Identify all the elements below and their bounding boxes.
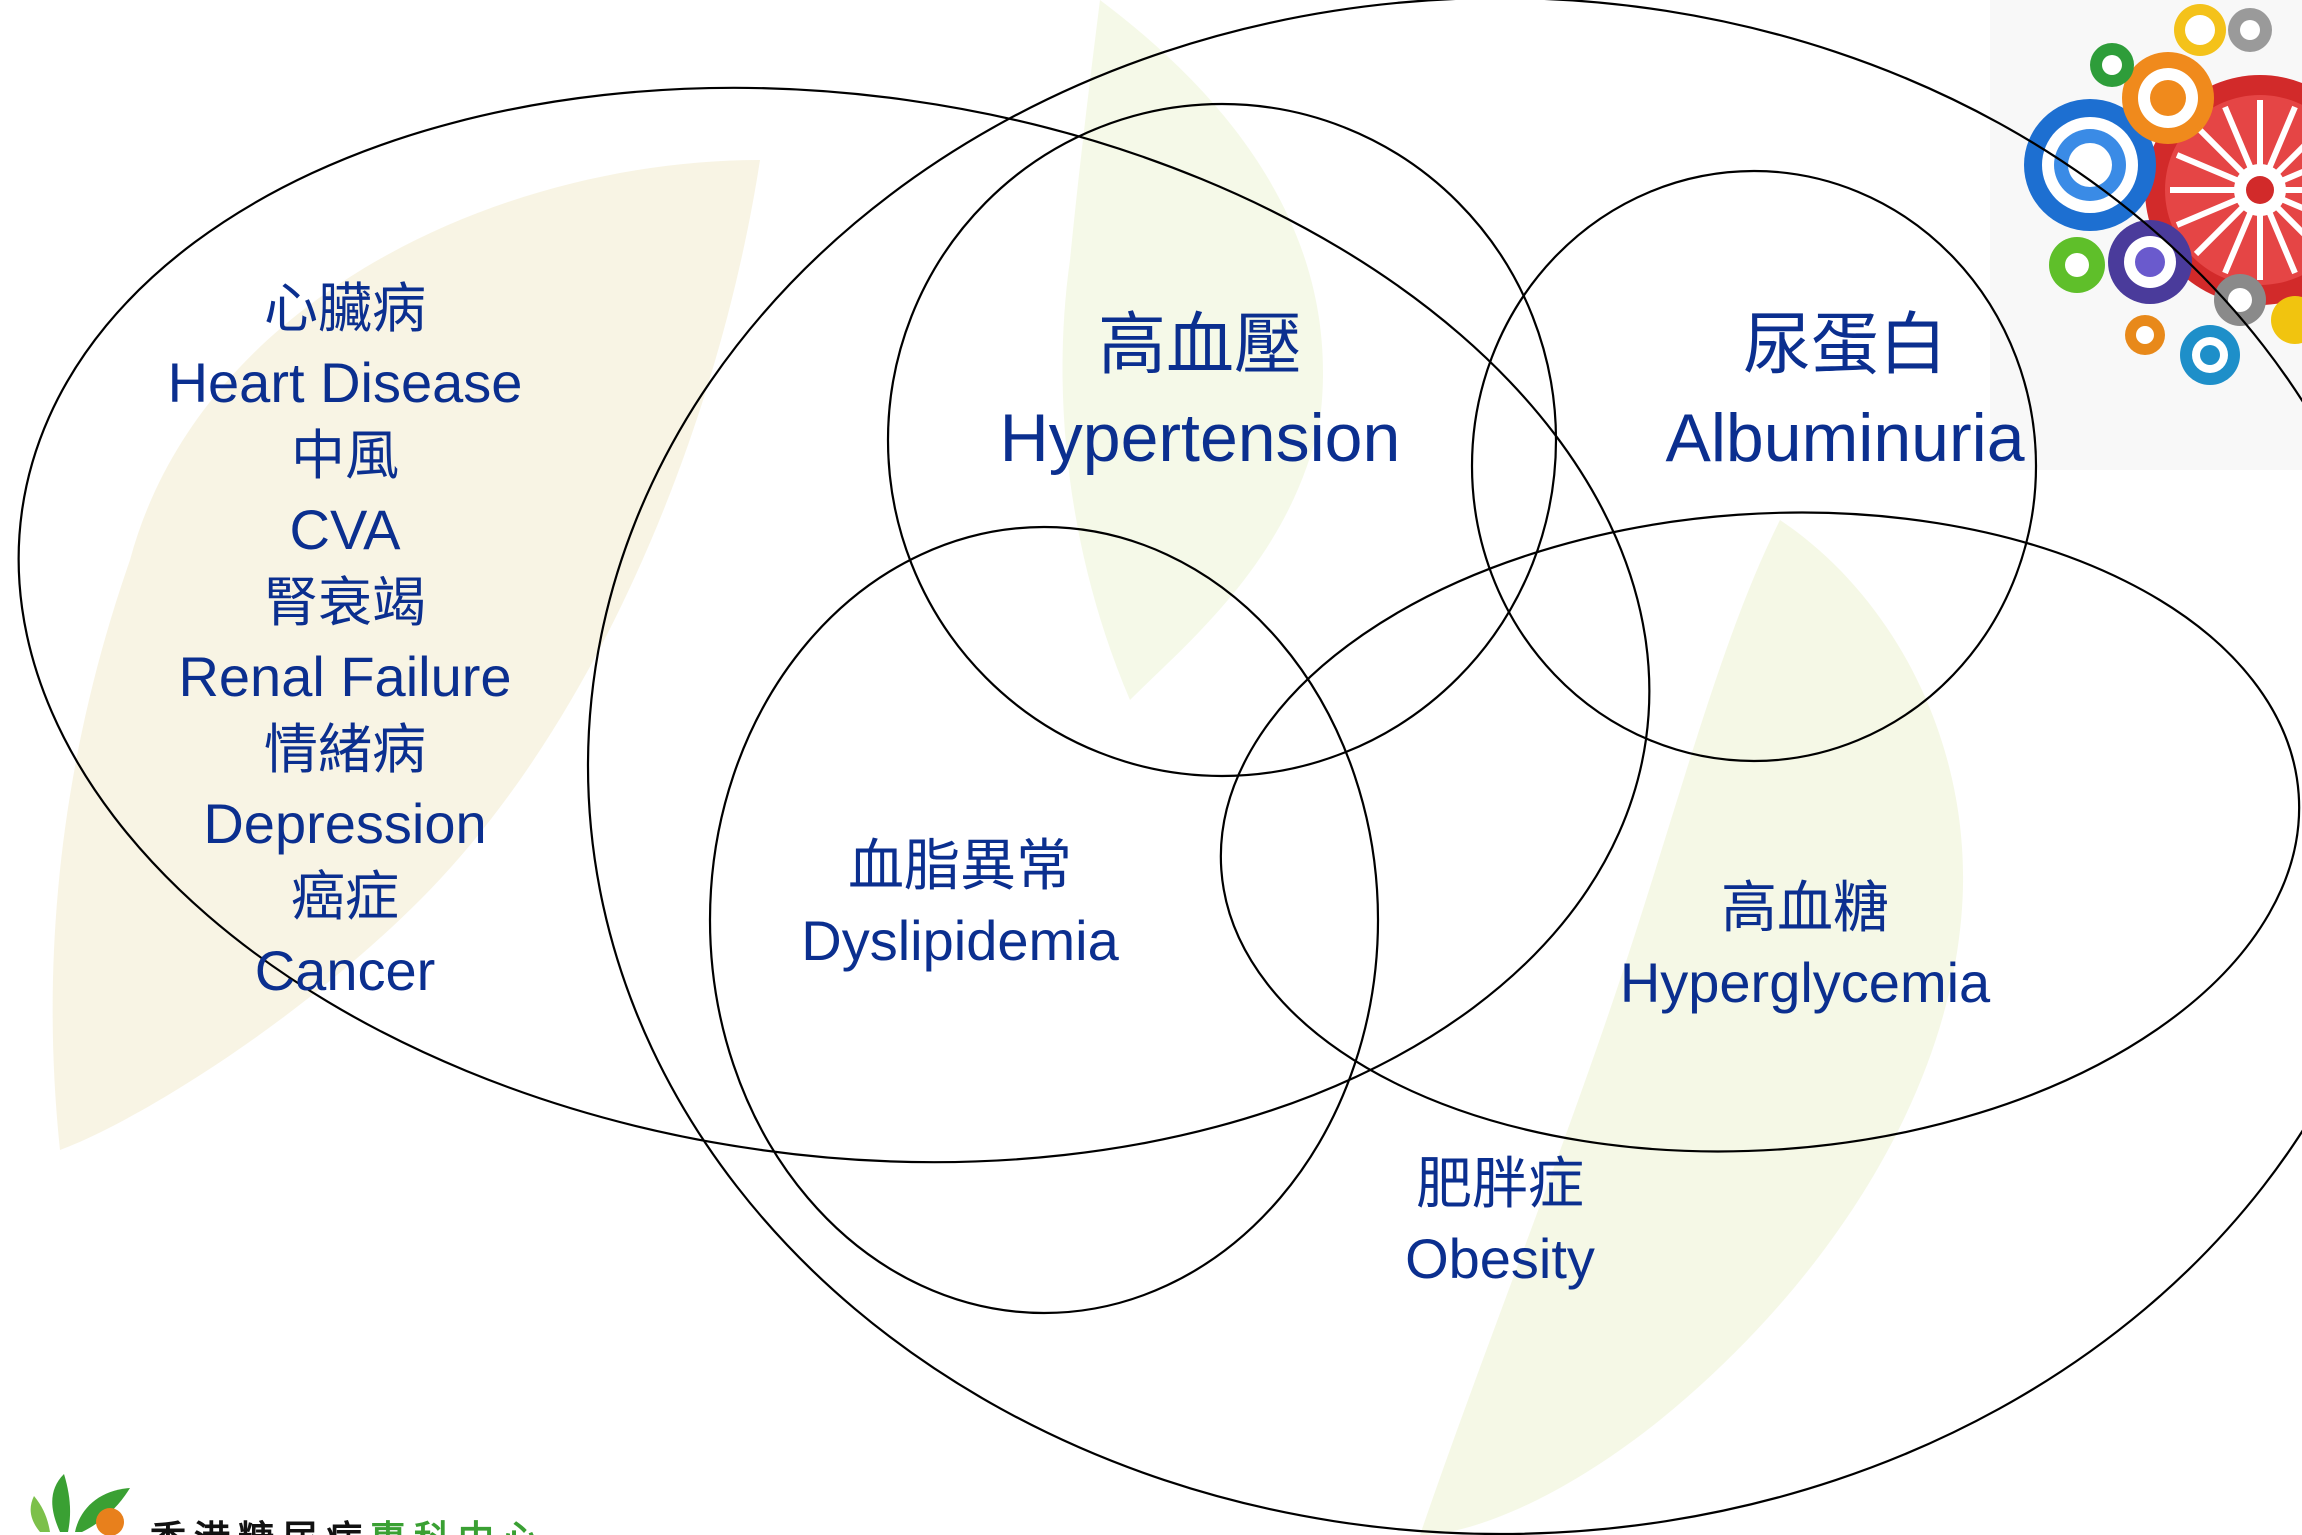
dyslipidemia-label: 血脂異常 Dyslipidemia bbox=[740, 830, 1180, 978]
albuminuria-circle bbox=[1470, 169, 2038, 763]
renal-failure-en: Renal Failure bbox=[178, 644, 512, 708]
depression-en: Depression bbox=[203, 791, 487, 855]
depression-cjk: 情緒病 bbox=[264, 718, 426, 781]
renal-failure-cjk: 腎衰竭 bbox=[264, 571, 426, 634]
obesity-cjk: 肥胖症 bbox=[1416, 1152, 1584, 1217]
center-name: 香港糖尿病專科中心 bbox=[150, 1510, 546, 1535]
albuminuria-label: 尿蛋白 Albuminuria bbox=[1590, 300, 2100, 484]
hyperglycemia-en: Hyperglycemia bbox=[1619, 951, 1991, 1014]
albuminuria-en: Albuminuria bbox=[1665, 400, 2025, 476]
obesity-en: Obesity bbox=[1405, 1227, 1595, 1290]
complications-list: 心臟病 Heart Disease 中風 CVA 腎衰竭 Renal Failu… bbox=[130, 272, 560, 1007]
heart-disease-cjk: 心臟病 bbox=[264, 277, 426, 340]
center-name-green: 專科中心 bbox=[370, 1518, 546, 1535]
obesity-circle bbox=[587, 0, 2302, 1535]
hypertension-cjk: 高血壓 bbox=[1097, 306, 1302, 385]
hyperglycemia-cjk: 高血糖 bbox=[1721, 876, 1889, 941]
heart-disease-en: Heart Disease bbox=[167, 350, 523, 414]
dyslipidemia-cjk: 血脂異常 bbox=[848, 834, 1072, 899]
hyperglycemia-label: 高血糖 Hyperglycemia bbox=[1560, 872, 2050, 1020]
cancer-cjk: 癌症 bbox=[291, 865, 399, 928]
dyslipidemia-en: Dyslipidemia bbox=[801, 909, 1119, 972]
hypertension-label: 高血壓 Hypertension bbox=[940, 300, 1460, 484]
center-name-black: 香港糖尿病 bbox=[150, 1518, 370, 1535]
cva-en: CVA bbox=[289, 497, 401, 561]
cva-cjk: 中風 bbox=[291, 424, 399, 487]
hypertension-circle bbox=[886, 102, 1558, 778]
hyperglycemia-ellipse bbox=[1219, 511, 2301, 1153]
hypertension-en: Hypertension bbox=[999, 400, 1401, 476]
albuminuria-cjk: 尿蛋白 bbox=[1742, 306, 1947, 385]
dyslipidemia-circle bbox=[708, 525, 1380, 1315]
cancer-en: Cancer bbox=[254, 938, 436, 1002]
obesity-label: 肥胖症 Obesity bbox=[1360, 1148, 1640, 1296]
center-logo-icon bbox=[30, 1474, 130, 1535]
